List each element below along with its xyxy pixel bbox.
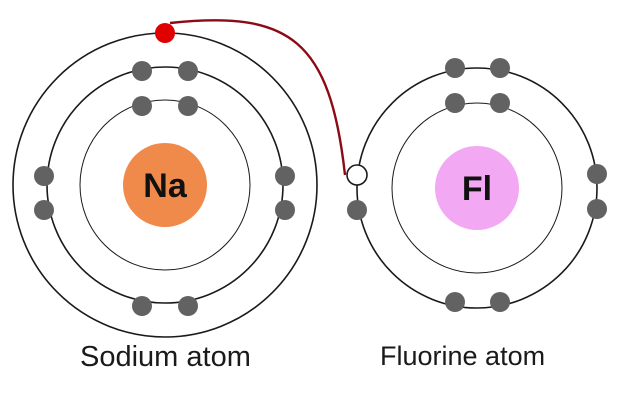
fluorine-inner-electron (490, 93, 510, 113)
fluorine-nucleus (435, 146, 519, 230)
sodium-middle-electron (275, 200, 295, 220)
sodium-middle-electron (132, 61, 152, 81)
fluorine-outer-electron (490, 292, 510, 312)
fluorine-inner-shell (391, 102, 563, 274)
sodium-symbol: Na (143, 167, 188, 205)
fluorine-atom-caption: Fluorine atom (380, 341, 546, 371)
sodium-middle-electron (34, 200, 54, 220)
fluorine-outer-electron (445, 292, 465, 312)
fluorine-outer-electron (445, 58, 465, 78)
fluorine-outer-shell (356, 67, 598, 309)
fluorine-outer-electron (490, 58, 510, 78)
fluorine-atom: Fl (346, 58, 607, 312)
sodium-middle-electron (275, 166, 295, 186)
fluorine-outer-electron (587, 164, 607, 184)
sodium-nucleus (123, 143, 207, 227)
electron-transfer-path (169, 19, 347, 176)
sodium-middle-electron (132, 296, 152, 316)
fluorine-outer-electron (347, 200, 367, 220)
sodium-middle-electron (178, 61, 198, 81)
sodium-middle-electron (34, 166, 54, 186)
sodium-atom-caption: Sodium atom (80, 341, 251, 373)
sodium-inner-electron (178, 96, 198, 116)
sodium-valence-electron (155, 23, 175, 43)
sodium-inner-shell (79, 99, 251, 271)
fluorine-outer-electron (587, 199, 607, 219)
sodium-inner-electron (132, 96, 152, 116)
sodium-middle-electron (178, 296, 198, 316)
fluorine-inner-electron (445, 93, 465, 113)
sodium-atom: Na (12, 32, 318, 338)
fluorine-vacancy-marker (346, 164, 368, 186)
fluorine-symbol: Fl (462, 170, 492, 208)
